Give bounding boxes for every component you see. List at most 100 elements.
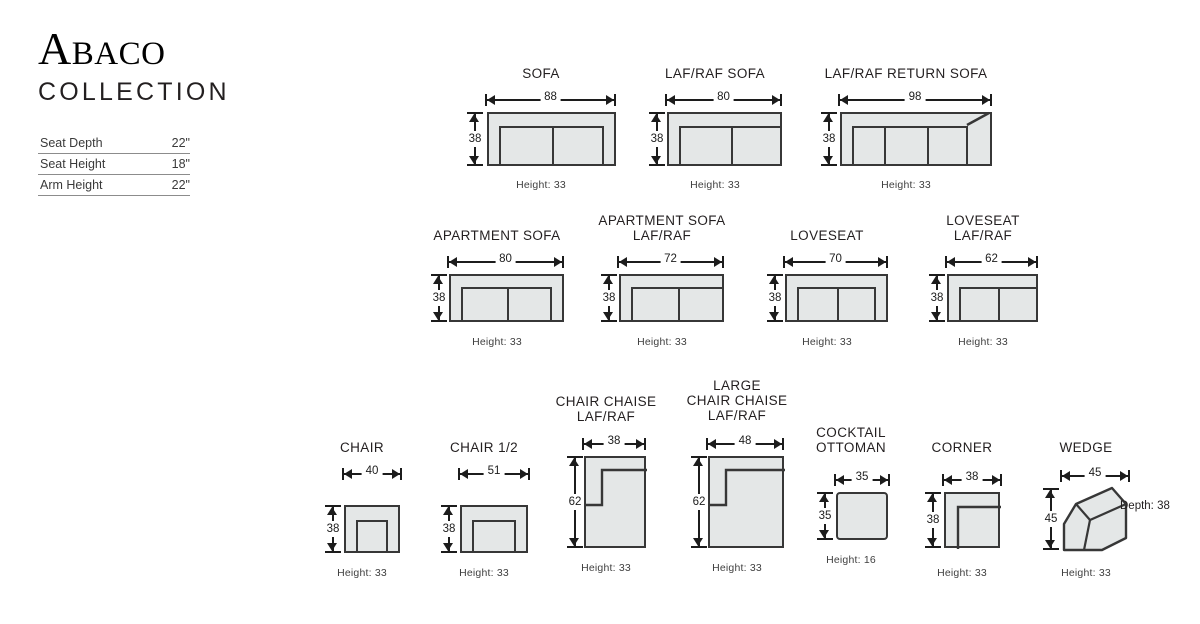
width-value: 80 — [495, 251, 516, 267]
width-dimension: 38 — [582, 433, 646, 452]
width-value: 48 — [734, 433, 756, 449]
dim-tick-top — [691, 456, 707, 458]
brand-block: ABACO COLLECTION Seat Depth 22" Seat Hei… — [38, 26, 278, 196]
dim-tick-left — [834, 474, 836, 486]
piece-title: APARTMENT SOFA — [433, 228, 560, 243]
dim-arrow-bottom — [469, 156, 479, 164]
width-dimension: 72 — [617, 251, 724, 270]
dim-arrow-left — [344, 469, 352, 479]
dim-tick-right — [886, 256, 888, 268]
piece-title-line1: COCKTAIL — [816, 425, 886, 440]
piece-title-line3: LAF/RAF — [707, 408, 767, 423]
width-value: 38 — [961, 469, 983, 485]
depth-value: 38 — [467, 131, 483, 147]
dim-tick-bottom — [929, 320, 945, 322]
dim-tick-left — [783, 256, 785, 268]
piece-title-line1: CHAIR CHAISE — [555, 394, 657, 409]
furniture-body — [708, 456, 785, 548]
dim-arrow-right — [636, 439, 644, 449]
dim-tick-top — [601, 274, 617, 276]
piece-caption: Height: 33 — [712, 562, 762, 574]
dim-tick-top — [1043, 488, 1059, 490]
spec-table: Seat Depth 22" Seat Height 18" Arm Heigh… — [38, 133, 190, 196]
depth-dimension: 38 — [430, 274, 448, 322]
depth-value: 62 — [691, 494, 707, 510]
width-value: 62 — [981, 251, 1002, 267]
piece-title-line2: CHAIR CHAISE — [686, 393, 788, 408]
depth-dimension: 38 — [648, 112, 666, 166]
furniture-body — [344, 505, 400, 553]
cushion-divider — [551, 126, 554, 164]
dim-arrow-right — [1028, 257, 1036, 267]
dim-tick-right — [528, 468, 530, 480]
piece-caption: Height: 33 — [637, 336, 687, 348]
depth-value: 38 — [325, 521, 341, 537]
dim-tick-top — [431, 274, 447, 276]
cushion-divider — [677, 287, 680, 320]
dim-tick-bottom — [601, 320, 617, 322]
dim-arrow-left — [487, 95, 495, 105]
piece-caption: Height: 33 — [958, 336, 1008, 348]
dim-tick-bottom — [817, 538, 833, 540]
dim-arrow-left — [708, 439, 716, 449]
dim-arrow-left — [947, 257, 955, 267]
width-dimension: 88 — [485, 89, 616, 108]
furniture-body — [449, 274, 564, 322]
furniture-body — [944, 492, 1001, 549]
piece-caption: Height: 33 — [1061, 567, 1111, 579]
dim-arrow-right — [774, 439, 782, 449]
piece-caption: Height: 33 — [937, 567, 987, 579]
seat-cushion — [356, 520, 388, 553]
page-title: ABACO — [38, 26, 278, 72]
dim-tick-left — [706, 438, 708, 450]
piece-large-chaise: LARGE CHAIR CHAISE LAF/RAF 48 62 Height:… — [687, 378, 787, 590]
depth-value: 38 — [431, 290, 447, 306]
dim-tick-top — [325, 505, 341, 507]
piece-title: CHAIR CHAISE LAF/RAF — [556, 394, 657, 424]
dim-tick-right — [888, 474, 890, 486]
piece-apartment-sofa: APARTMENT SOFA 80 38 Height: 33 — [430, 228, 564, 358]
dim-arrow-bottom — [931, 312, 941, 320]
width-value: 98 — [904, 89, 926, 105]
dim-arrow-left — [944, 475, 952, 485]
piece-title: CHAIR 1/2 — [450, 440, 518, 455]
piece-cocktail-ottoman: COCKTAIL OTTOMAN 35 35 Height: 16 — [812, 425, 890, 590]
dim-arrow-top — [931, 276, 941, 284]
piece-title: LAF/RAF SOFA — [664, 66, 766, 81]
depth-dimension: 38 — [928, 274, 946, 322]
dim-tick-bottom — [821, 164, 837, 166]
dim-arrow-bottom — [1045, 540, 1055, 548]
dim-arrow-top — [927, 494, 937, 502]
piece-caption: Height: 33 — [459, 567, 509, 579]
piece-title-line: CHAIR 1/2 — [449, 440, 519, 455]
dim-arrow-bottom — [433, 312, 443, 320]
piece-apartment-lafraf: APARTMENT SOFA LAF/RAF 72 38 Height: 33 — [598, 213, 725, 358]
furniture-body — [785, 274, 888, 322]
width-dimension: 70 — [783, 251, 888, 270]
dim-tick-left — [1060, 470, 1062, 482]
piece-caption: Height: 33 — [802, 336, 852, 348]
dim-tick-right — [614, 94, 616, 106]
spec-value: 18" — [171, 157, 190, 171]
piece-title-line: CHAIR — [339, 440, 385, 455]
piece-loveseat-lafraf: LOVESEAT LAF/RAF 62 38 Height: 33 — [928, 213, 1038, 358]
dim-tick-bottom — [325, 551, 341, 553]
dim-arrow-bottom — [927, 538, 937, 546]
dim-arrow-top — [603, 276, 613, 284]
piece-caption: Height: 33 — [472, 336, 522, 348]
width-dimension: 45 — [1060, 465, 1130, 484]
width-value: 80 — [713, 89, 734, 105]
dim-tick-right — [562, 256, 564, 268]
dim-arrow-top — [327, 507, 337, 515]
dim-arrow-right — [520, 469, 528, 479]
spec-label: Seat Depth — [40, 136, 103, 150]
width-dimension: 51 — [458, 463, 530, 482]
depth-dimension: 38 — [600, 274, 618, 322]
depth-dimension: 38 — [924, 492, 942, 548]
depth-dimension: 38 — [440, 505, 458, 553]
cushion-divider — [506, 287, 509, 320]
piece-title: APARTMENT SOFA LAF/RAF — [598, 213, 725, 243]
dim-tick-bottom — [441, 551, 457, 553]
spec-value: 22" — [171, 136, 190, 150]
dim-tick-bottom — [767, 320, 783, 322]
